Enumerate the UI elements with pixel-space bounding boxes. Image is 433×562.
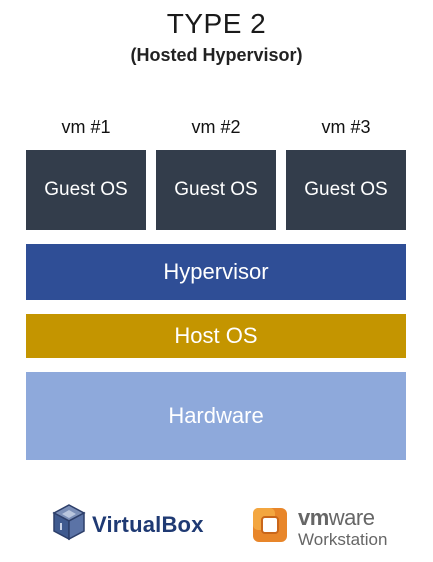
diagram-subtitle: (Hosted Hypervisor) <box>130 45 303 65</box>
vmware-brand: vmware <box>298 507 387 529</box>
vm-label-2: vm #2 <box>191 117 241 137</box>
host-os-layer: Host OS <box>26 314 406 358</box>
hypervisor-layer: Hypervisor <box>26 244 406 300</box>
virtualbox-cube-icon <box>52 503 86 546</box>
guest-os-box-1: Guest OS <box>26 150 146 230</box>
vmware-product: Workstation <box>298 530 388 549</box>
guest-os-box-3: Guest OS <box>286 150 406 230</box>
vmware-workstation-logo: vmware Workstation <box>250 505 387 550</box>
vmware-brand-ware: ware <box>328 505 375 530</box>
vm-label-3: vm #3 <box>321 117 371 137</box>
guest-os-box-2: Guest OS <box>156 150 276 230</box>
hardware-layer: Hardware <box>26 372 406 460</box>
vmware-brand-vm: vm <box>298 505 329 530</box>
vmware-workstation-icon <box>250 505 290 550</box>
virtualbox-text: VirtualBox <box>92 511 204 537</box>
diagram-title: TYPE 2 <box>166 8 267 39</box>
vm-label-1: vm #1 <box>61 117 111 137</box>
virtualbox-logo: VirtualBox <box>52 503 204 546</box>
